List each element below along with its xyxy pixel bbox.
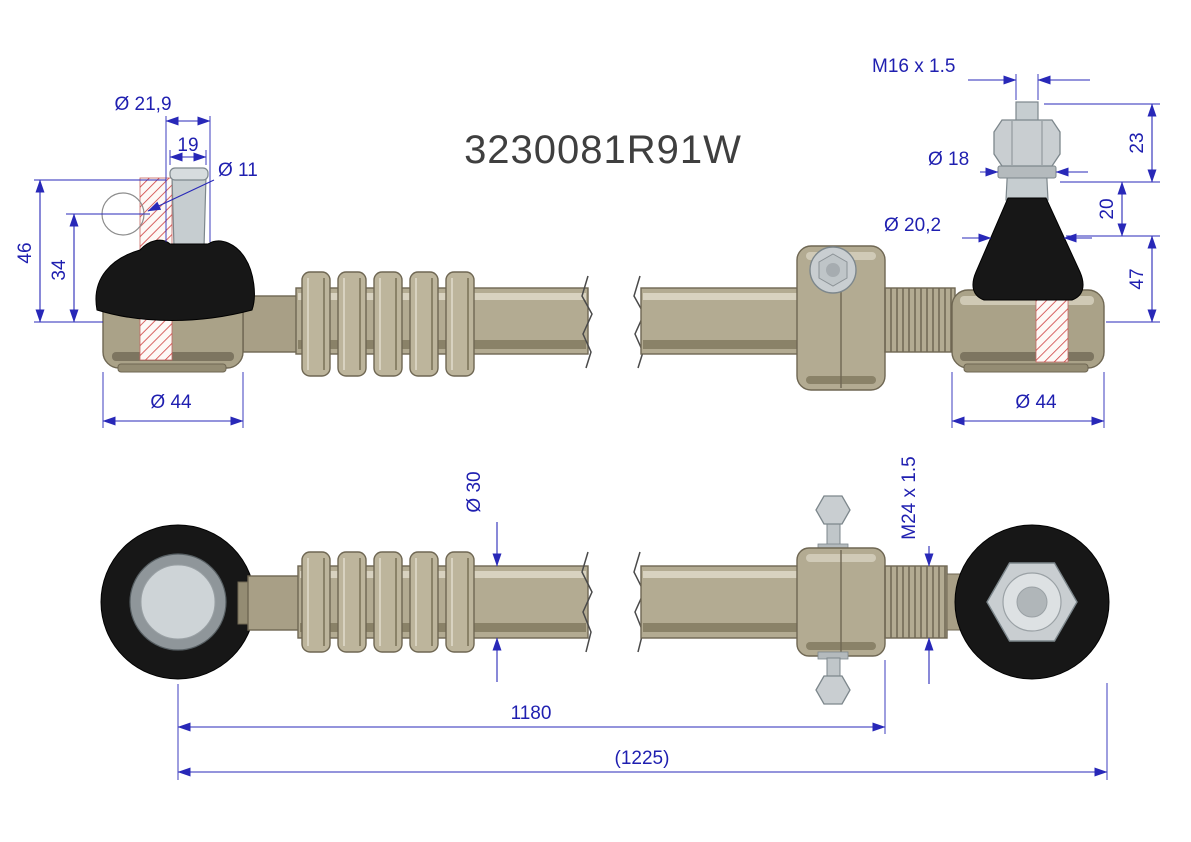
dim-thread-spec-bottom: M24 x 1.5 bbox=[899, 456, 920, 539]
dim-rod-diameter: Ø 30 bbox=[464, 471, 485, 512]
dim-stud-top-width: 19 bbox=[177, 135, 198, 156]
rod-shadow-2 bbox=[643, 340, 797, 349]
left-boot bbox=[95, 239, 255, 321]
dimensions: 3230081R91W Ø 21,9 19 Ø 11 46 34 Ø 44 M1… bbox=[15, 56, 1160, 780]
clamp-top bbox=[796, 245, 886, 391]
rod-connector-bottom bbox=[247, 575, 303, 631]
clamp-bottom bbox=[796, 495, 886, 705]
rod-highlight-2 bbox=[643, 293, 797, 300]
dim-left-housing-diameter: Ø 44 bbox=[150, 392, 192, 413]
dim-thread-spec-right: M16 x 1.5 bbox=[872, 56, 955, 77]
dim-thread-length: 23 bbox=[1127, 132, 1148, 153]
dim-center-length: 1180 bbox=[511, 703, 552, 724]
dim-right-housing-diameter: Ø 44 bbox=[1015, 392, 1057, 413]
rod-highlight bbox=[298, 293, 586, 300]
left-eye bbox=[100, 524, 256, 680]
tie-rod-shaft-top bbox=[242, 271, 800, 377]
right-boot bbox=[972, 197, 1084, 301]
threaded-section-top bbox=[884, 287, 956, 353]
break-line-left-bottom bbox=[581, 551, 593, 653]
stud-washer bbox=[997, 165, 1057, 179]
dim-stud-diameter: Ø 21,9 bbox=[114, 94, 171, 115]
rib-section-top bbox=[301, 271, 475, 377]
dim-height-total: 46 bbox=[15, 242, 36, 263]
bottom-view bbox=[100, 495, 1110, 705]
dim-taper-length: 20 bbox=[1097, 198, 1118, 219]
right-eye bbox=[954, 524, 1110, 680]
dim-overall-length: (1225) bbox=[615, 748, 670, 769]
dim-stud-diameter-right: Ø 18 bbox=[928, 149, 969, 170]
rib-section-bottom bbox=[301, 551, 475, 653]
threaded-section-bottom bbox=[884, 565, 948, 639]
right-ball-joint bbox=[951, 101, 1105, 373]
clamp-nut-top bbox=[815, 495, 851, 525]
dim-height-hole-center: 34 bbox=[49, 259, 70, 281]
right-stud-tip bbox=[1015, 101, 1039, 123]
clamp-nut-bottom bbox=[815, 675, 851, 705]
dim-joint-height: 47 bbox=[1127, 268, 1148, 289]
castle-nut bbox=[993, 119, 1061, 167]
top-view bbox=[95, 101, 1105, 391]
left-stud-cap bbox=[169, 167, 209, 181]
part-number: 3230081R91W bbox=[464, 128, 742, 172]
rod-shadow bbox=[298, 340, 586, 349]
right-housing-cap bbox=[963, 363, 1089, 373]
break-line-left bbox=[581, 275, 593, 369]
left-housing-cap bbox=[117, 363, 227, 373]
left-ball-joint bbox=[95, 167, 255, 373]
left-stud bbox=[171, 175, 207, 249]
dim-taper-diameter: Ø 20,2 bbox=[884, 215, 941, 236]
dim-hole-diameter: Ø 11 bbox=[218, 160, 258, 181]
